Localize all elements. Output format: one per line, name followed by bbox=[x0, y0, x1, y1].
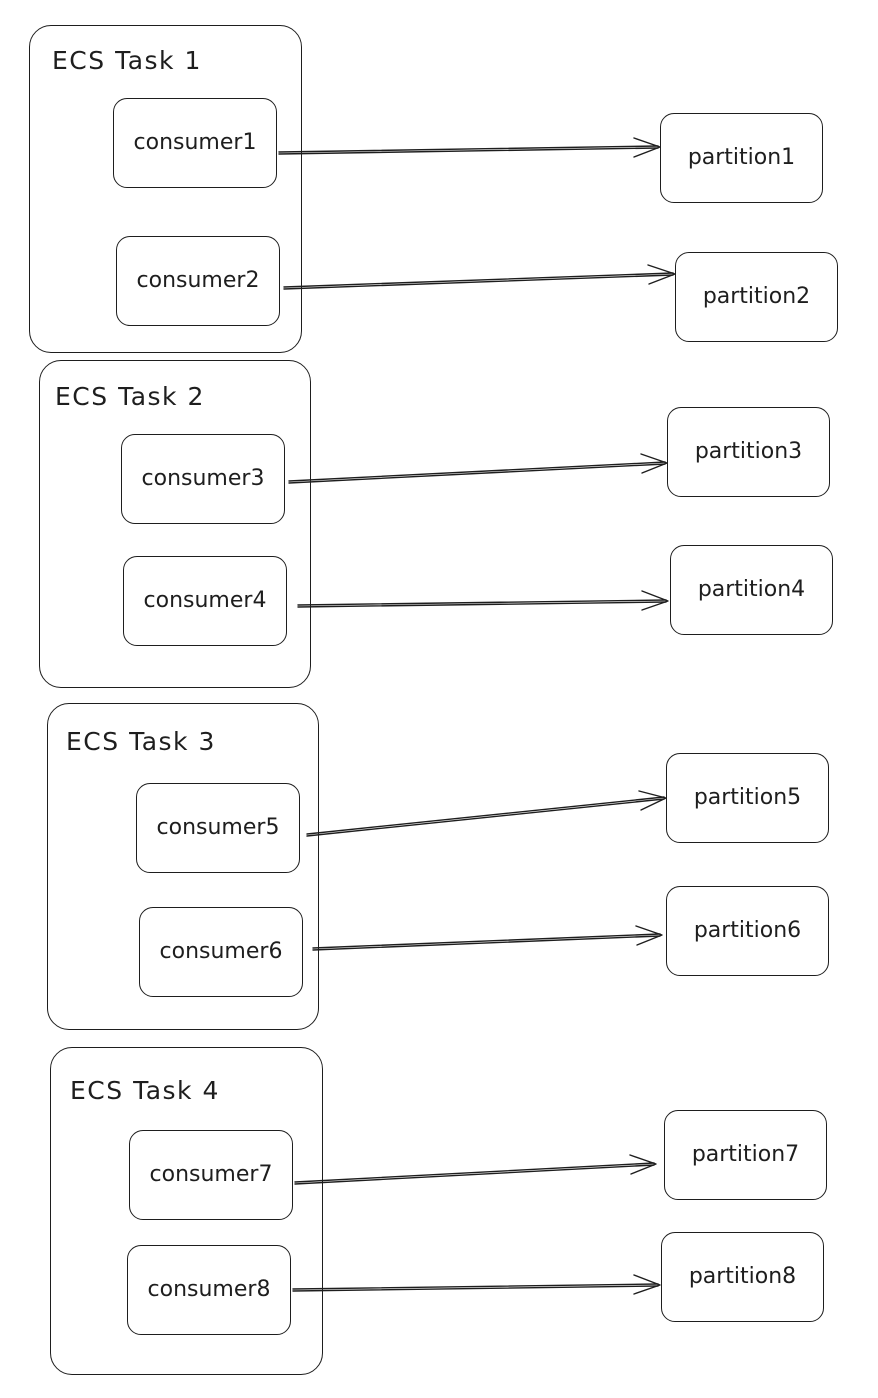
ecs-task-4-container bbox=[50, 1047, 323, 1375]
consumer-label: consumer8 bbox=[147, 1277, 271, 1302]
partition-node-6: partition6 bbox=[666, 886, 829, 976]
consumer-node-6: consumer6 bbox=[139, 907, 303, 997]
consumer-label: consumer1 bbox=[133, 130, 257, 155]
consumer-label: consumer6 bbox=[159, 939, 283, 964]
edge-arrow-4 bbox=[297, 590, 669, 611]
consumer-node-8: consumer8 bbox=[127, 1245, 291, 1335]
edge-arrow-1 bbox=[278, 137, 661, 158]
ecs-task-1-container bbox=[29, 25, 302, 353]
partition-label: partition2 bbox=[702, 284, 811, 309]
partition-label: partition4 bbox=[697, 577, 806, 602]
partition-node-1: partition1 bbox=[660, 113, 823, 203]
partition-node-8: partition8 bbox=[661, 1232, 824, 1322]
partition-label: partition7 bbox=[691, 1142, 800, 1167]
ecs-task-3-title: ECS Task 3 bbox=[66, 727, 216, 756]
partition-node-3: partition3 bbox=[667, 407, 830, 497]
partition-node-7: partition7 bbox=[664, 1110, 827, 1200]
ecs-task-2-container bbox=[39, 360, 311, 688]
partition-label: partition8 bbox=[688, 1264, 797, 1289]
consumer-label: consumer7 bbox=[149, 1162, 273, 1187]
edge-arrow-7 bbox=[294, 1154, 657, 1185]
ecs-task-4-title: ECS Task 4 bbox=[70, 1076, 220, 1105]
edge-arrow-3 bbox=[288, 453, 668, 484]
edge-arrow-2 bbox=[283, 264, 676, 290]
ecs-task-3-container bbox=[47, 703, 319, 1030]
ecs-task-1-title: ECS Task 1 bbox=[52, 46, 202, 75]
partition-label: partition1 bbox=[687, 145, 796, 170]
edge-arrow-8 bbox=[292, 1274, 661, 1295]
edge-arrow-5 bbox=[306, 790, 667, 837]
partition-label: partition5 bbox=[693, 785, 802, 810]
consumer-label: consumer5 bbox=[156, 815, 280, 840]
consumer-label: consumer2 bbox=[136, 268, 260, 293]
edge-arrow-6 bbox=[312, 925, 663, 951]
consumer-node-3: consumer3 bbox=[121, 434, 285, 524]
consumer-node-4: consumer4 bbox=[123, 556, 287, 646]
ecs-task-2-title: ECS Task 2 bbox=[55, 382, 205, 411]
consumer-label: consumer3 bbox=[141, 466, 265, 491]
consumer-node-1: consumer1 bbox=[113, 98, 277, 188]
partition-node-2: partition2 bbox=[675, 252, 838, 342]
partition-node-5: partition5 bbox=[666, 753, 829, 843]
consumer-node-2: consumer2 bbox=[116, 236, 280, 326]
partition-label: partition3 bbox=[694, 439, 803, 464]
partition-label: partition6 bbox=[693, 918, 802, 943]
consumer-label: consumer4 bbox=[143, 588, 267, 613]
partition-node-4: partition4 bbox=[670, 545, 833, 635]
consumer-node-5: consumer5 bbox=[136, 783, 300, 873]
consumer-node-7: consumer7 bbox=[129, 1130, 293, 1220]
